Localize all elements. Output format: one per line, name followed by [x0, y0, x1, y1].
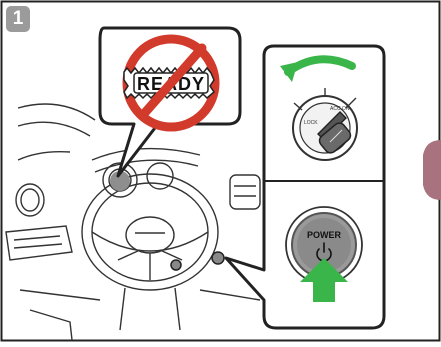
step-number-badge: 1	[6, 6, 30, 32]
key-icon	[317, 111, 352, 154]
key-slot-location	[170, 259, 182, 271]
svg-text:ACC ON: ACC ON	[330, 106, 350, 112]
key-ignition: LOCK ACC ON	[280, 55, 358, 161]
dashboard-drawing	[5, 103, 261, 341]
side-tab	[423, 140, 441, 200]
push-arrow-icon	[300, 258, 348, 302]
svg-text:LOCK: LOCK	[304, 120, 318, 126]
power-button-label: POWER	[307, 230, 342, 240]
power-switch-location	[211, 251, 225, 265]
meter-highlight	[110, 171, 130, 191]
prohibit-slash	[137, 43, 207, 121]
